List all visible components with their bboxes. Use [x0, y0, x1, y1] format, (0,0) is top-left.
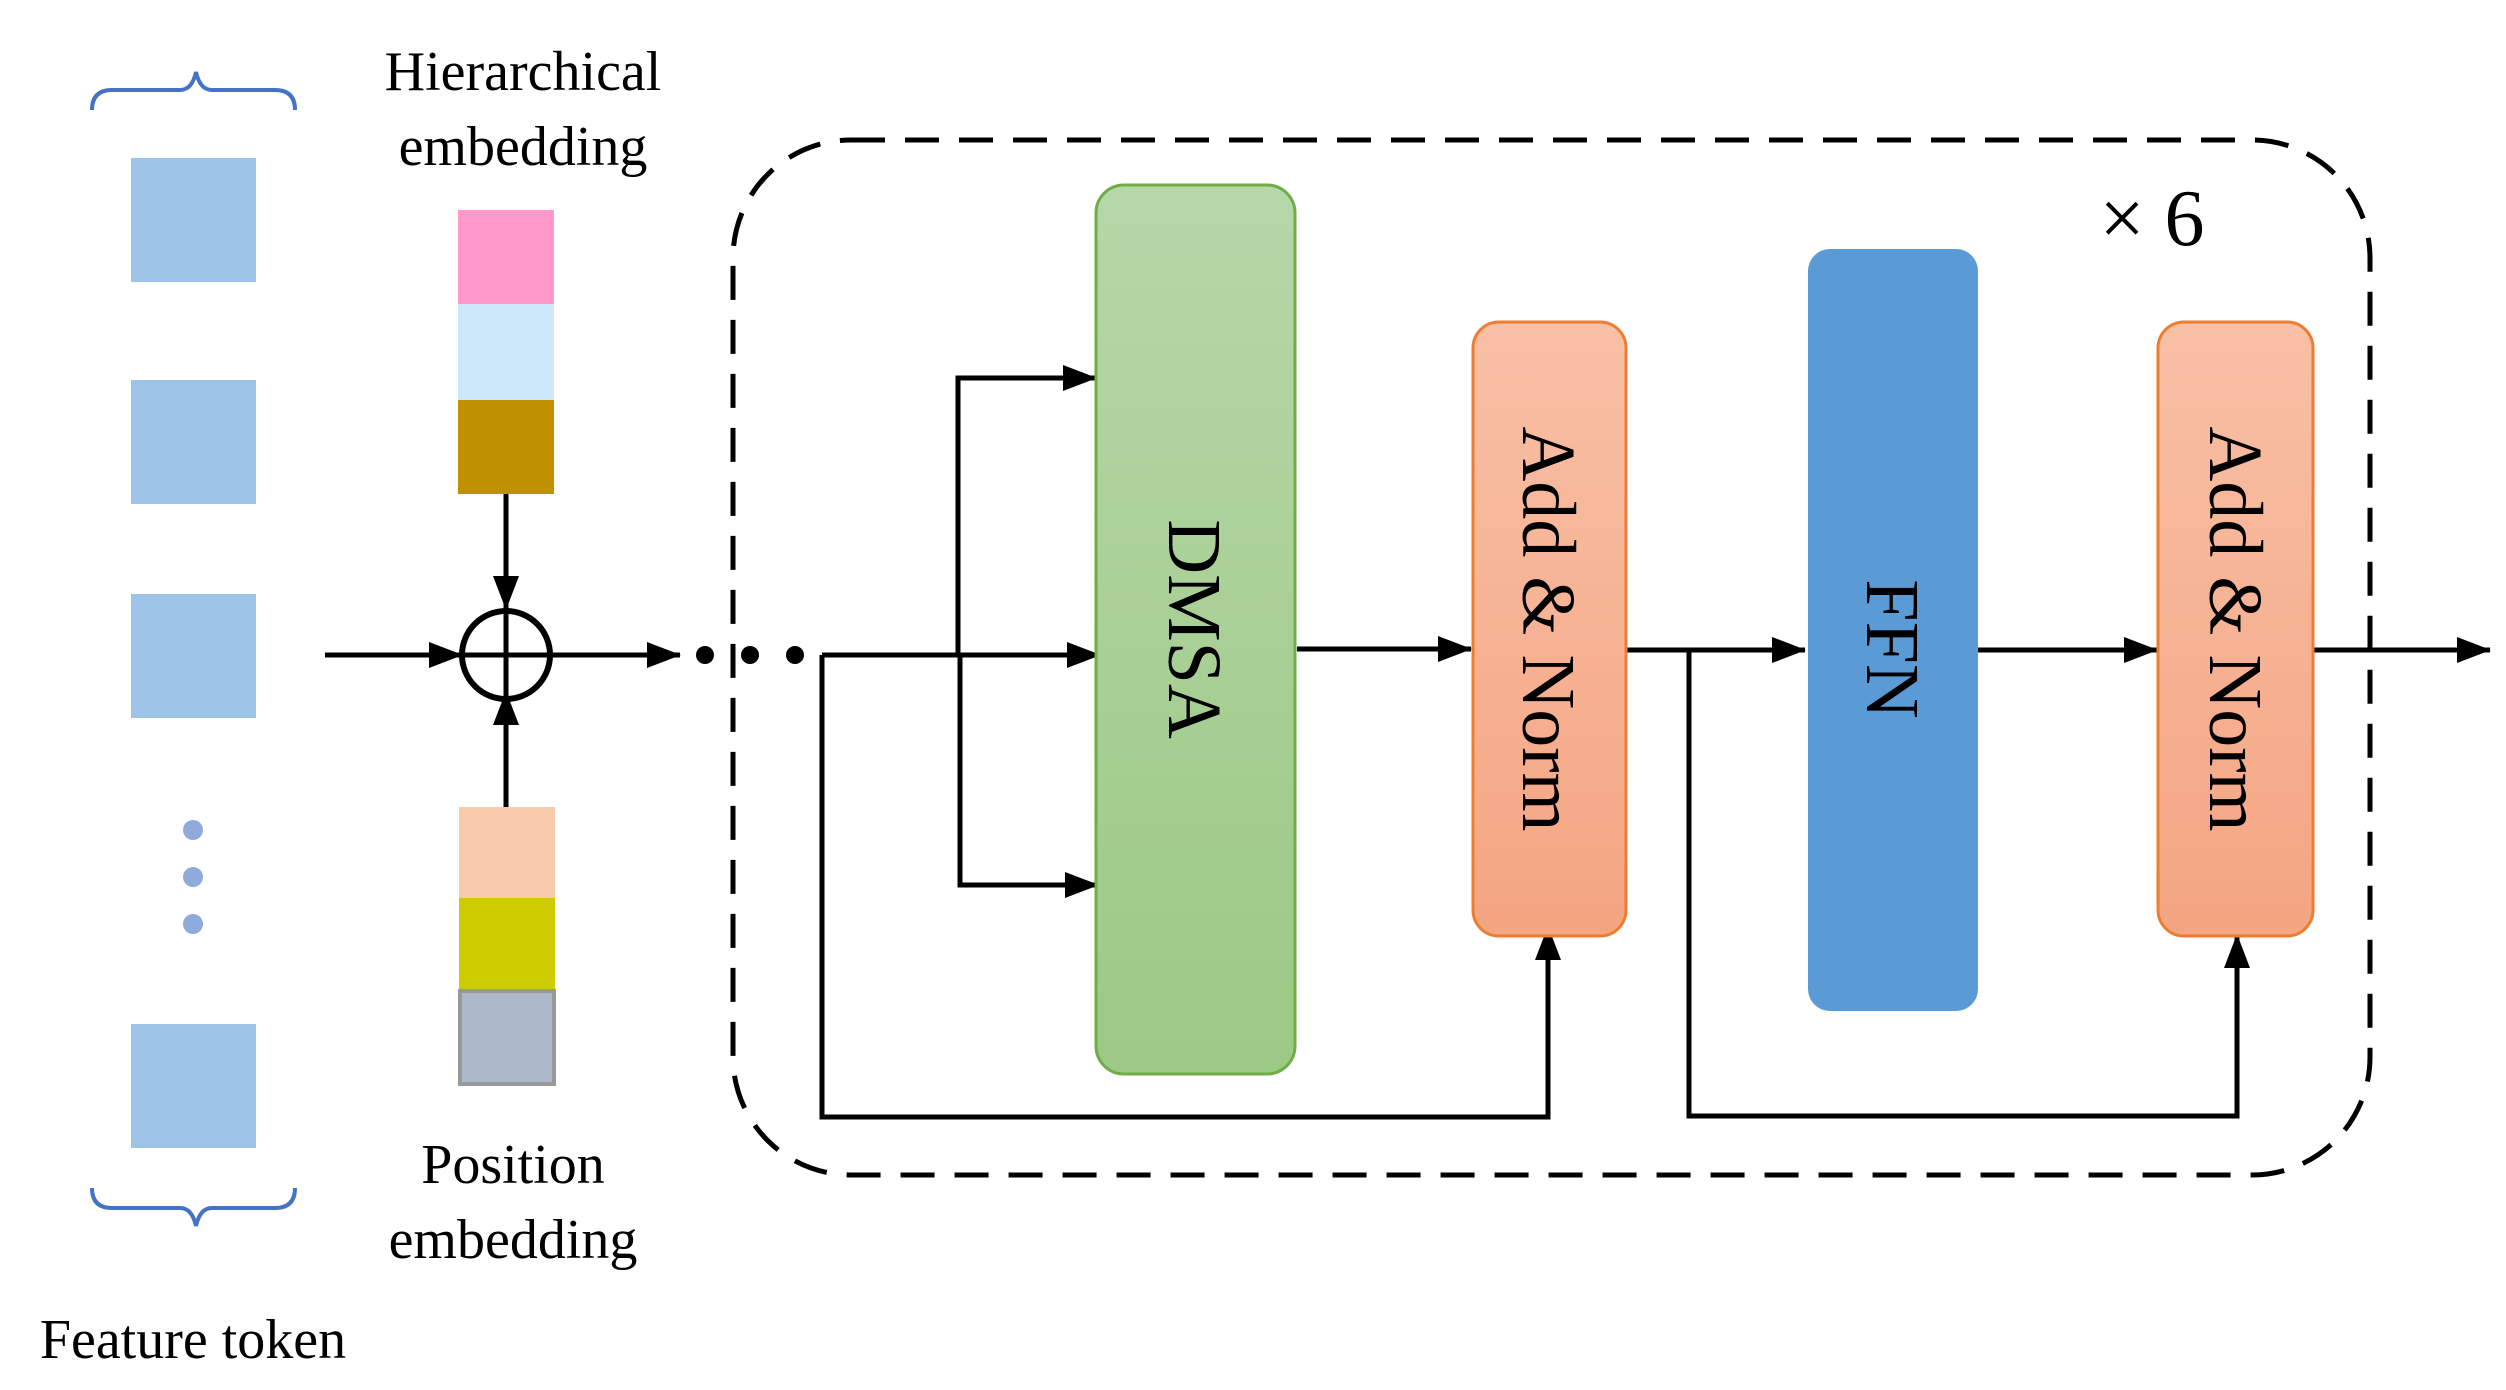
add-norm-block-1: [1471, 320, 1628, 938]
ellipsis-dot-3: [183, 914, 203, 934]
position-embedding-label-line2: embedding: [389, 1209, 638, 1271]
encoder-block-container: [730, 137, 2373, 1178]
continuation-dot-2: [741, 646, 759, 664]
add-norm-label-1: Add & Norm: [1506, 426, 1590, 831]
bottom-brace: [90, 1187, 297, 1227]
hierarchical-embedding-label-line2: embedding: [399, 116, 648, 178]
residual-2-arrow: [1686, 650, 2250, 1119]
feature-token-3: [131, 594, 256, 718]
ffn-label: FFN: [1850, 579, 1934, 718]
position-embedding-olive: [459, 898, 555, 991]
feature-token-1: [131, 158, 256, 282]
position-embedding-peach: [459, 807, 555, 898]
ellipsis-dot-1: [183, 820, 203, 840]
residual-1-arrow: [819, 655, 1561, 1120]
feature-token-n: [131, 1024, 256, 1148]
continuation-dot-1: [696, 646, 714, 664]
add-norm-block-2: [2156, 320, 2315, 938]
hierarchical-embedding-label-line1: Hierarchical: [385, 41, 662, 103]
ffn-block: [1808, 249, 1978, 1011]
branch-q-arrow: [955, 365, 1097, 655]
hierarchical-embedding-brown: [458, 400, 554, 494]
ellipsis-dot-2: [183, 867, 203, 887]
repeat-count-label: × 6: [2099, 175, 2204, 263]
add-norm-label-2: Add & Norm: [2193, 426, 2277, 831]
position-embedding-gray: [458, 989, 556, 1086]
position-embedding-label-line1: Position: [421, 1134, 605, 1196]
branch-v-arrow: [957, 655, 1099, 898]
feature-token-label: Feature token: [40, 1309, 346, 1371]
dmsa-label: DMSA: [1152, 519, 1236, 739]
top-brace: [90, 71, 297, 111]
feature-token-2: [131, 380, 256, 504]
hierarchical-embedding-lightblue: [458, 304, 554, 400]
hierarchical-embedding-pink: [458, 210, 554, 304]
continuation-dot-3: [786, 646, 804, 664]
dmsa-block: [1094, 183, 1297, 1076]
